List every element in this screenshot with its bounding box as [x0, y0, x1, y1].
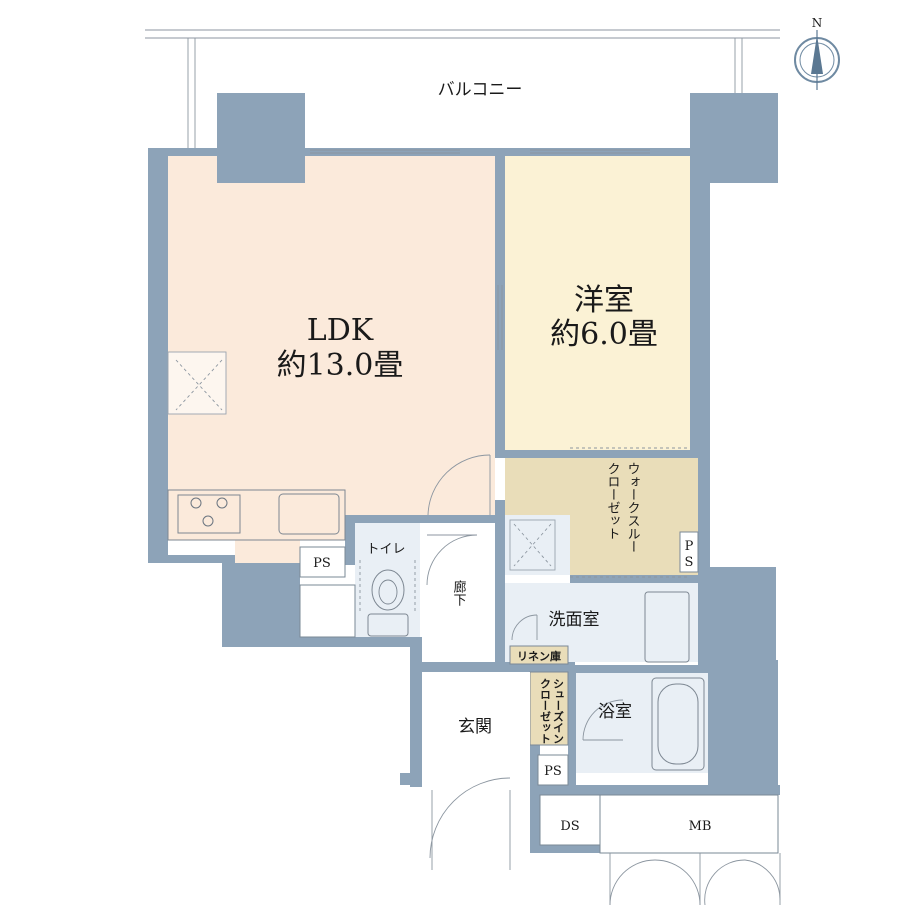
bedroom-size-label: 約6.0畳 — [550, 317, 658, 352]
walk-through-closet-label-1: ウォークスルー — [625, 462, 640, 553]
toilet-label: トイレ — [366, 542, 405, 557]
ps-label-left: PS — [313, 556, 331, 571]
compass-north-label: N — [812, 16, 823, 30]
shoes-closet-label-2: クローゼット — [539, 678, 552, 744]
hallway-label: 廊下 — [451, 579, 467, 606]
room-linen — [509, 645, 569, 665]
ldk-size-label: 約13.0畳 — [277, 348, 404, 383]
balcony — [145, 29, 780, 150]
ldk-label: LDK — [307, 313, 374, 348]
ps-box-right — [679, 531, 699, 573]
utility-area — [539, 794, 781, 906]
mb-label: MB — [689, 819, 712, 834]
ps-box-left — [299, 546, 346, 578]
bedroom-label: 洋室 — [574, 283, 634, 318]
entrance-label: 玄関 — [458, 717, 492, 737]
ps-label-entrance: PS — [544, 764, 562, 779]
room-entrance — [422, 672, 569, 870]
linen-label: リネン庫 — [517, 649, 561, 663]
balcony-label: バルコニー — [438, 80, 523, 100]
compass-icon — [794, 30, 840, 90]
room-ldk — [167, 148, 503, 563]
shoes-closet-label-1: シューズイン — [552, 678, 565, 744]
room-toilet — [299, 523, 420, 638]
ds-label: DS — [560, 819, 579, 834]
ps-label-right-2: S — [685, 555, 694, 570]
ps-label-right-1: P — [685, 539, 694, 554]
bathroom-label: 浴室 — [598, 702, 632, 722]
room-bedroom — [505, 149, 690, 450]
room-walk-through-closet — [505, 447, 698, 578]
room-hallway — [422, 454, 495, 662]
room-bathroom — [576, 673, 708, 773]
walk-through-closet-label-2: クローゼット — [605, 462, 621, 540]
washroom-label: 洗面室 — [549, 610, 600, 630]
